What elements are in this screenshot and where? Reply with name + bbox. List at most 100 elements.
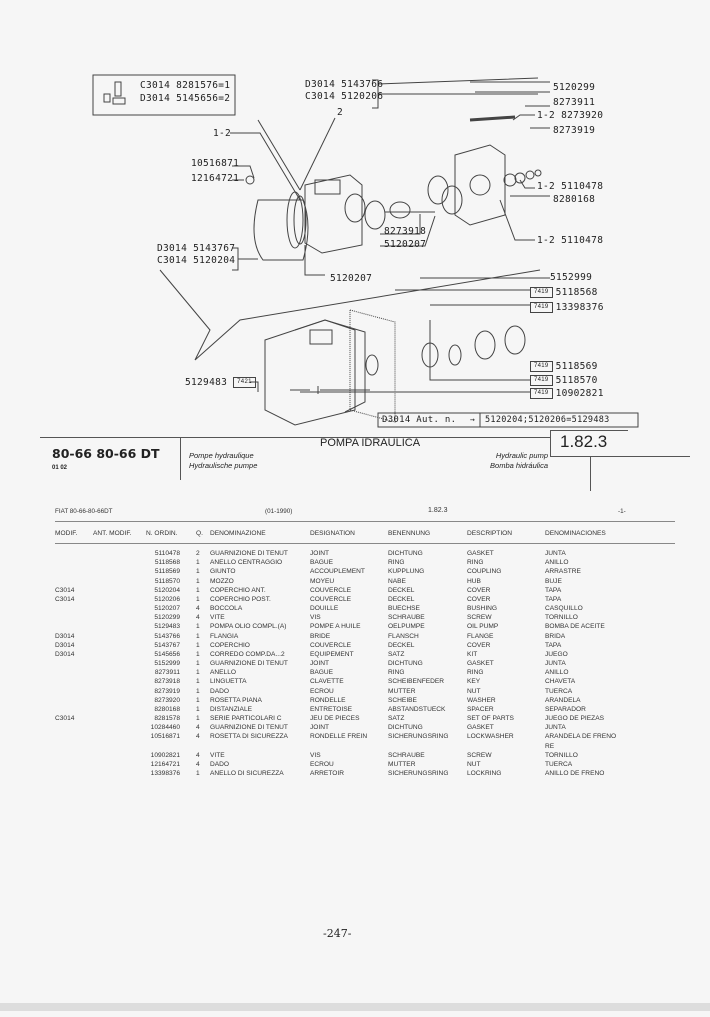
cell-dnc: CHAVETA [545,678,576,686]
callout-8273920: 1-2 8273920 [537,110,604,121]
cell-dnc: TAPA [545,586,562,594]
serial-label: D3014 Aut. n. [382,415,457,425]
cell-q: 1 [196,669,200,677]
cell-des: POMPE A HUILE [310,623,361,631]
cell-des: ACCOUPLEMENT [310,568,365,576]
cell-dnc: ANILLO DE FRENO [545,770,605,778]
cell-den: GUARNIZIONE DI TENUT [210,550,288,557]
cell-nord: 8281578 [154,715,180,723]
cell-nord: 5145656 [154,650,180,658]
cell-dsc: KIT [467,650,478,658]
cell-dnc: JUNTA [545,550,566,557]
cell-dnc: TUERCA [545,687,573,695]
cell-ben: BUECHSE [388,605,420,613]
cell-des: JOINT [310,724,330,732]
callout-number: 13398376 [555,302,604,313]
callout-8273919: 8273919 [553,125,596,136]
cell-des: JOINT [310,550,330,557]
callout-12164721: 12164721 [191,173,240,184]
cell-dnc: TORNILLO [545,751,578,759]
cell-q: 1 [196,586,200,594]
cell-des: ENTRETOISE [310,705,353,713]
cell-dsc: COVER [467,641,491,649]
cell-nord: 5120299 [154,614,180,622]
cell-nord: 5110478 [154,550,180,557]
page-title: POMPA IDRAULICA [320,437,421,449]
cell-ben: SCHRAUBE [388,751,425,759]
tool-tag: 7419 [530,388,553,399]
cell-modif: D3014 [55,641,75,649]
tool-tag: 7419 [530,287,553,298]
cell-des: JEU DE PIECES [310,715,360,723]
cell-modif: D3014 [55,632,75,640]
cell-q: 1 [196,660,200,668]
cell-dnc: TAPA [545,595,562,603]
cell-nord: 5152999 [154,660,180,668]
cell-q: 1 [196,715,200,723]
kit-line-2: D3014 5145656=2 [140,93,231,104]
cell-ben: KUPPLUNG [388,568,425,576]
sub-model: FIAT 80-66-80-66DT [55,508,113,515]
cell-nord: 10284460 [150,724,180,732]
cell-den: GUARNIZIONE DI TENUT [210,660,288,668]
cell-q: 1 [196,623,200,631]
cell-des: CLAVETTE [310,678,344,686]
cell-des: VIS [310,614,321,622]
callout-number: 5129483 [185,377,228,388]
cell-dnc: TAPA [545,641,562,649]
cell-ben: SICHERUNGSRING [388,733,449,741]
col-q: Q. [196,530,203,537]
cell-dsc: SPACER [467,705,494,713]
callout-d3014-5143767: D3014 5143767 [157,243,236,254]
cell-dnc: JUEGO DE PIEZAS [545,715,604,723]
cell-dsc: HUB [467,577,481,585]
cell-q: 1 [196,650,200,658]
cell-nord: 8273918 [154,678,180,686]
title-es: Bomba hidráulica [490,461,548,470]
callout-number: 10902821 [555,388,604,399]
cell-nord: 10516871 [150,733,180,741]
cell-q: 1 [196,595,200,603]
cell-dsc: GASKET [467,660,494,668]
cell-q: 1 [196,696,200,704]
cell-modif: C3014 [55,595,75,603]
cell-dsc: SET OF PARTS [467,715,514,723]
callout-8273918: 8273918 [384,226,427,237]
cell-ben: ABSTANDSTUECK [388,705,446,713]
callout-1-2: 1-2 [213,128,232,139]
cell-des: JOINT [310,660,330,668]
cell-dnc: JUNTA [545,724,566,732]
cell-des: ECROU [310,760,334,768]
tool-tag: 7419 [530,361,553,372]
cell-des: MOYEU [310,577,335,585]
cell-dsc: BUSHING [467,605,498,613]
callout-2: 2 [337,107,344,118]
cell-den: ROSETTA PIANA [210,696,262,704]
cell-nord: 13398376 [150,770,180,778]
callout-c3014-5120206: C3014 5120206 [305,91,384,102]
callout-5120299: 5120299 [553,82,596,93]
cell-ben: SCHRAUBE [388,614,425,622]
exploded-pump-diagram [92,74,639,428]
cell-den: COPERCHIO [210,641,250,649]
cell-ben: DICHTUNG [388,550,423,557]
cell-den: ANELLO CENTRAGGIO [210,559,283,567]
cell-q: 4 [196,733,200,741]
cell-q: 4 [196,760,200,768]
cell-den: POMPA OLIO COMPL.(A) [210,623,287,631]
cell-nord: 5118569 [154,568,180,576]
cell-nord: 5118568 [154,559,180,567]
callout-8273911: 8273911 [553,97,596,108]
cell-dnc: TORNILLO [545,614,578,622]
cell-nord: 8273920 [154,696,180,704]
